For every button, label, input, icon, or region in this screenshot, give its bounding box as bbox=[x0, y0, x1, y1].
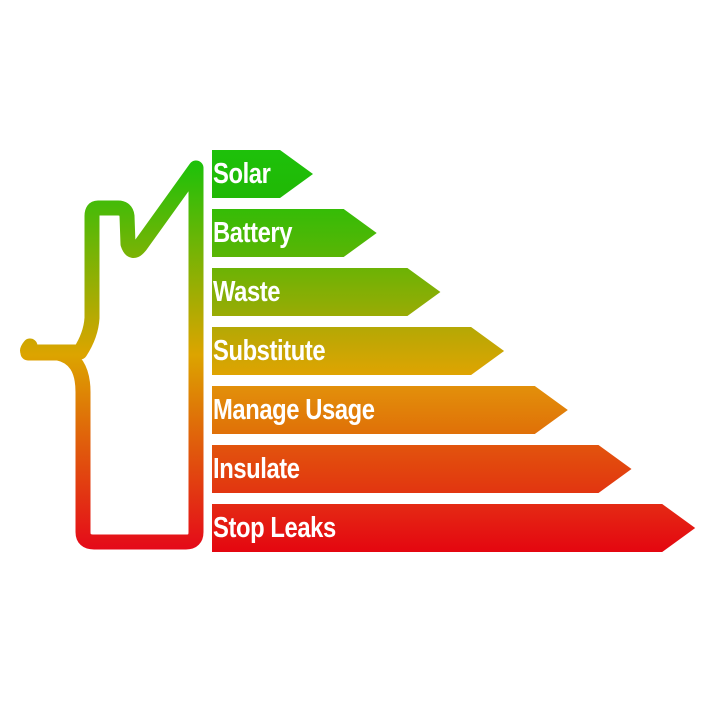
arrow-bar-manage-usage bbox=[212, 386, 568, 434]
house-outline-icon bbox=[20, 160, 204, 550]
arrow-bar-solar bbox=[212, 150, 313, 198]
arrow-label: Solar bbox=[213, 158, 271, 190]
arrow-bar-stop-leaks bbox=[212, 504, 696, 552]
arrow-bar-waste bbox=[212, 268, 441, 316]
arrow-label: Substitute bbox=[213, 335, 326, 367]
arrow-bar-insulate bbox=[212, 445, 632, 493]
arrow-label: Battery bbox=[213, 217, 293, 249]
arrow-label: Stop Leaks bbox=[213, 512, 336, 544]
arrow-bar-battery bbox=[212, 209, 377, 257]
arrow-label: Waste bbox=[213, 276, 281, 308]
arrow-bar-substitute bbox=[212, 327, 505, 375]
arrow-label: Manage Usage bbox=[213, 394, 375, 426]
arrow-label: Insulate bbox=[213, 453, 300, 485]
